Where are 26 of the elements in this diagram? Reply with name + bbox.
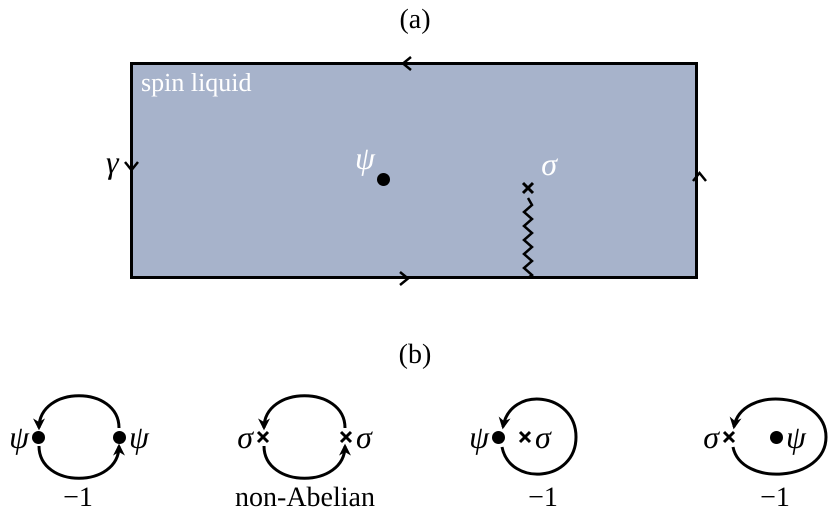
exchange-path-arrow: [38, 444, 124, 480]
panel-label: (b): [398, 338, 432, 372]
region-label: spin liquid: [141, 67, 252, 99]
anyon-label: ψ: [9, 421, 29, 453]
phase-value: −1: [760, 481, 790, 515]
exchange-path-arrow: [731, 398, 828, 476]
exchange-path-arrow: [500, 398, 578, 476]
phase-value: −1: [63, 481, 93, 515]
anyon-label: σ: [535, 421, 551, 453]
anyon-label: ψ: [355, 140, 375, 176]
exchange-path-arrow: [34, 394, 120, 430]
anyon-label: σ: [541, 146, 557, 182]
spin-liquid-region: [130, 62, 698, 279]
anyon-label: ψ: [786, 421, 806, 453]
exchange-path-arrow: [262, 444, 350, 480]
phase-value: non-Abelian: [235, 481, 375, 515]
anyon-label: ψ: [129, 421, 149, 453]
anyon-label: ψ: [469, 421, 489, 453]
anyon-label: σ: [356, 421, 372, 453]
anyon-label: σ: [237, 421, 253, 453]
panel-label: (a): [399, 3, 431, 37]
branch-cut-line: [522, 197, 534, 279]
phase-value: −1: [528, 481, 558, 515]
anyon-label: σ: [703, 421, 719, 453]
exchange-path-arrow: [260, 394, 346, 430]
contour-label: γ: [106, 146, 119, 178]
